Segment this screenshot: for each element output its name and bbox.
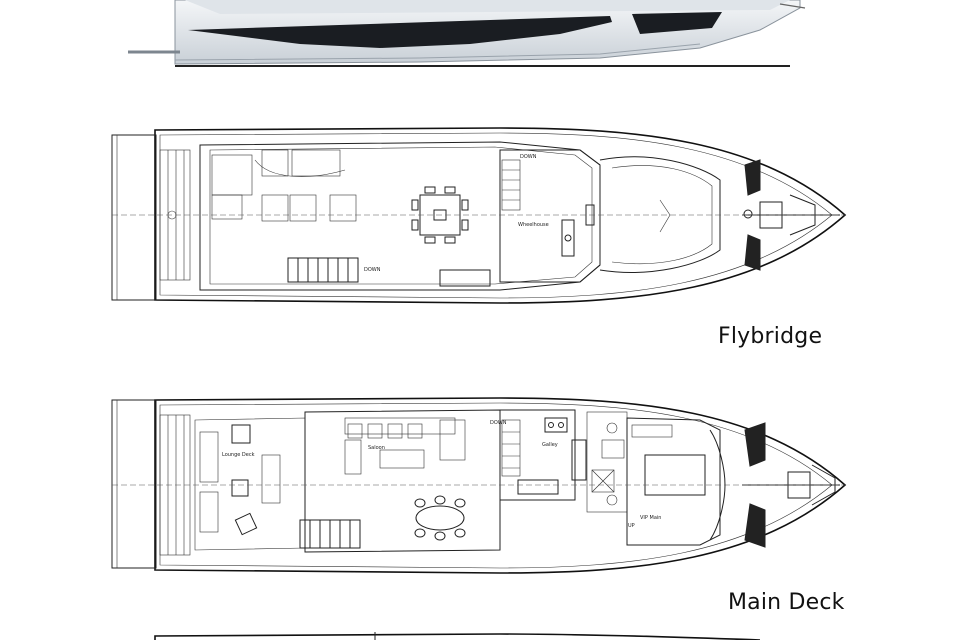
wheelhouse-label: Wheelhouse — [518, 222, 549, 228]
flybridge-plan: DOWN DOWN Wheelhouse — [111, 127, 847, 304]
hull-shadow-line — [174, 43, 701, 61]
galley-outline — [499, 409, 576, 501]
heads-area — [586, 411, 628, 513]
vip-main-label: VIP Main — [640, 515, 661, 521]
forward-window — [632, 12, 722, 34]
upper-shade — [185, 0, 790, 14]
galley-label: Galley — [542, 442, 558, 448]
saloon-sofa — [344, 417, 466, 475]
main-deck-up-label: UP — [628, 523, 635, 529]
main-deck-stairs-aft — [299, 519, 361, 549]
flybridge-windscreen — [599, 156, 721, 273]
lounge-deck — [194, 417, 306, 551]
main-deck-down-label: DOWN — [490, 420, 507, 426]
vip-bed — [644, 454, 706, 496]
galley-stairs — [501, 419, 521, 477]
saloon-outline — [304, 409, 501, 553]
lounge-deck-label: Lounge Deck — [222, 452, 255, 458]
flybridge-hull-inner — [159, 132, 833, 299]
galley-counter — [517, 417, 587, 495]
flybridge-deck — [199, 141, 601, 291]
flybridge-label: Flybridge — [718, 324, 823, 349]
main-deck-plan: Lounge Deck Saloon — [111, 397, 847, 574]
main-deck-bow-area — [709, 422, 840, 548]
vip-cabin-outline — [626, 417, 721, 546]
main-deck-swim-platform — [111, 399, 157, 569]
saloon-dining-table — [414, 495, 466, 541]
wheelhouse-stairs — [501, 159, 521, 211]
main-deck-label: Main Deck — [728, 590, 845, 615]
flybridge-dining-table — [411, 186, 469, 244]
flybridge-swim-platform — [111, 134, 157, 301]
flybridge-bow-area — [742, 159, 840, 271]
flybridge-down-label-aft: DOWN — [364, 267, 381, 273]
bow-rail — [779, 3, 806, 9]
flybridge-down-label-wheelhouse: DOWN — [520, 154, 537, 160]
helm-console — [561, 204, 595, 257]
saloon-label: Saloon — [368, 445, 385, 451]
lower-deck-plan-cropped — [154, 632, 761, 640]
flybridge-counter — [439, 269, 491, 287]
flybridge-lounge-seating — [211, 149, 357, 222]
side-profile-view — [128, 0, 806, 67]
flybridge-stairs-aft — [287, 257, 359, 283]
main-window-strip — [188, 16, 612, 48]
wheelhouse-outline — [499, 149, 601, 283]
